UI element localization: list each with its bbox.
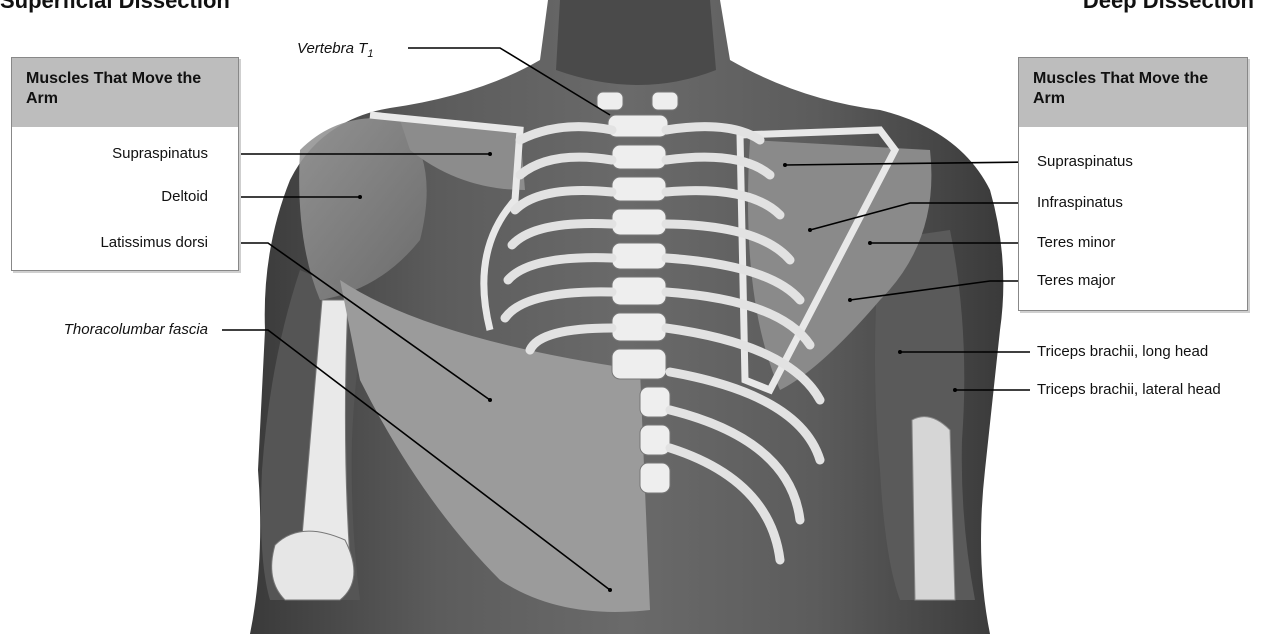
label-triceps-lateral-head: Triceps brachii, lateral head — [1037, 381, 1221, 398]
superficial-dissection-title: Superficial Dissection — [0, 0, 230, 14]
legend-heading-right: Muscles That Move the Arm — [1019, 58, 1247, 127]
legend-heading-left: Muscles That Move the Arm — [12, 58, 238, 127]
label-teres-major: Teres major — [1037, 272, 1115, 289]
right-forearm-tendon — [912, 417, 955, 600]
label-supraspinatus-left: Supraspinatus — [112, 145, 208, 162]
label-supraspinatus-right: Supraspinatus — [1037, 153, 1133, 170]
vertebra-text: Vertebra T — [297, 40, 367, 57]
label-deltoid: Deltoid — [161, 188, 208, 205]
vertebra-subscript: 1 — [367, 48, 373, 60]
label-teres-minor: Teres minor — [1037, 234, 1115, 251]
neck — [556, 0, 716, 85]
label-infraspinatus: Infraspinatus — [1037, 194, 1123, 211]
label-latissimus-dorsi: Latissimus dorsi — [100, 234, 208, 251]
deep-dissection-title: Deep Dissection — [1083, 0, 1254, 14]
left-humerus-head — [272, 531, 354, 600]
label-triceps-long-head: Triceps brachii, long head — [1037, 343, 1208, 360]
vertebra-label: Vertebra T1 — [297, 40, 373, 60]
label-thoracolumbar-fascia: Thoracolumbar fascia — [64, 321, 208, 338]
